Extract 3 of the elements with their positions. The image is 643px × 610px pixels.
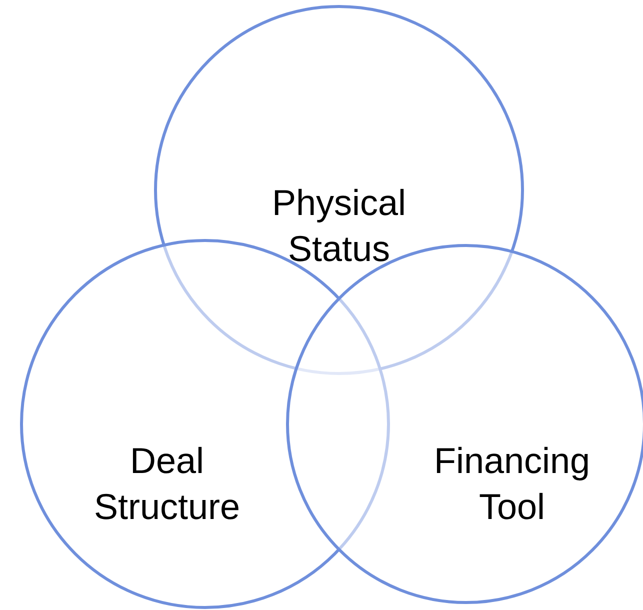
circle-label: Deal Structure bbox=[92, 439, 242, 529]
circle-label: Financing Tool bbox=[432, 439, 592, 529]
circle-label: Physical Status bbox=[270, 181, 408, 271]
